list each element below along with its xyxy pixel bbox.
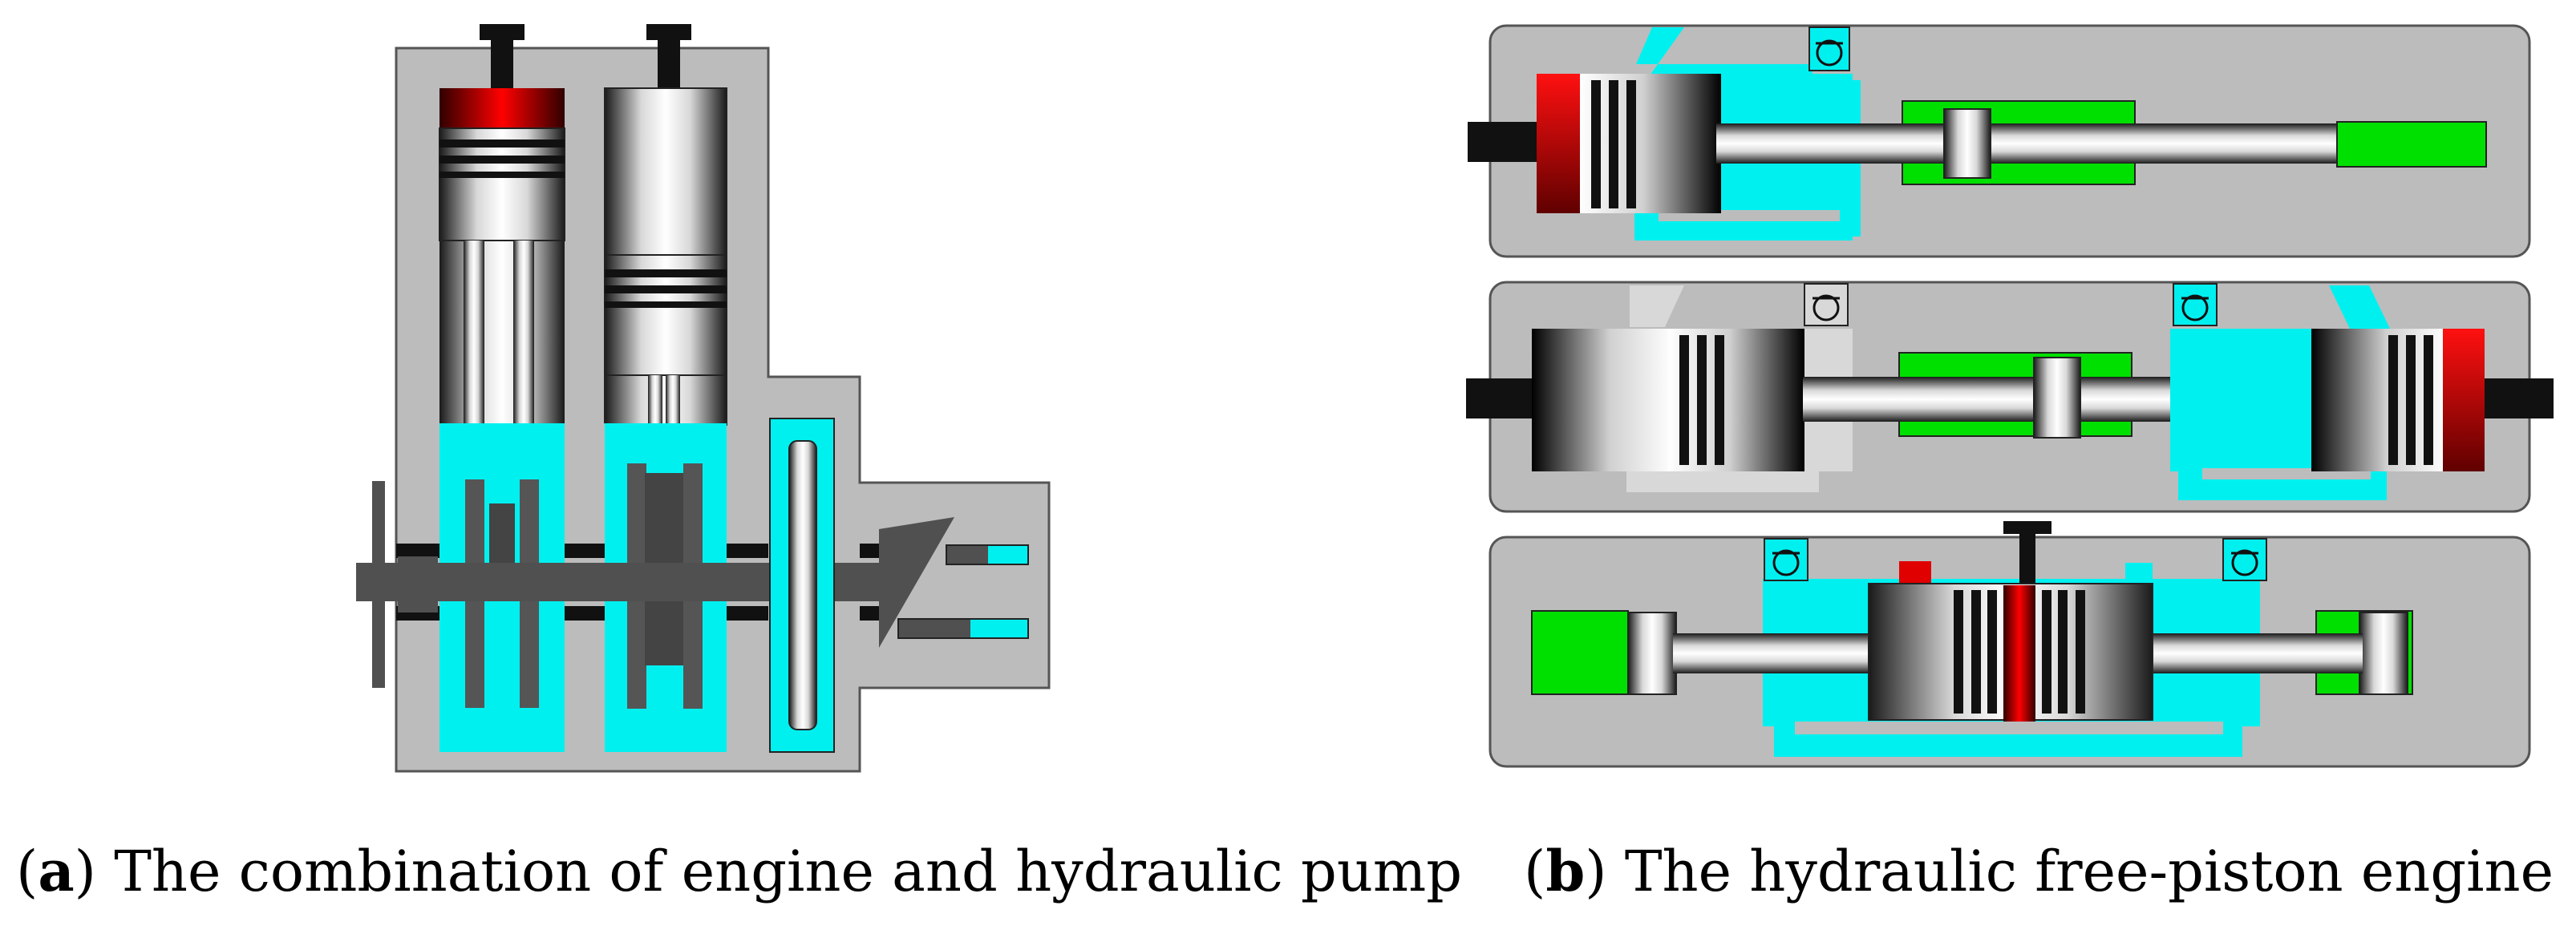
piston-rod-row-1 [1716, 123, 2337, 164]
combustion-chamber-row-1 [1537, 74, 1585, 213]
check-valve-icon [1764, 538, 1808, 581]
cyan-port-row-3 [2125, 563, 2153, 582]
check-valve-icon [2222, 538, 2267, 581]
left-cylinder-row-2 [1532, 329, 1673, 471]
combustion-chamber-row-2 [2443, 329, 2485, 471]
panel-b-free-piston-engine [1466, 24, 2554, 768]
check-valve-icon [2173, 283, 2218, 326]
caption-a: (a) The combination of engine and hydrau… [16, 838, 1462, 904]
caption-a-letter: a [38, 838, 75, 904]
swash-plate [879, 517, 954, 648]
caption-b: (b) The hydraulic free-piston engine [1524, 838, 2554, 904]
left-piston-row-2 [1668, 329, 1804, 471]
check-valve-icon [1808, 26, 1850, 71]
drive-pulley [372, 481, 385, 688]
caption-a-text: The combination of engine and hydraulic … [95, 839, 1463, 904]
flywheel [788, 440, 817, 730]
combustion-chamber-row-3 [2003, 585, 2035, 722]
accumulator-left-row-3 [1531, 610, 1629, 695]
panel-a-engine-pump [356, 24, 1051, 773]
cylinder-2 [604, 24, 727, 752]
caption-b-close-paren: ) [1585, 839, 1607, 904]
combustion-chamber-1 [439, 88, 565, 130]
cylinder-1 [439, 24, 565, 752]
caption-b-text: The hydraulic free-piston engine [1606, 839, 2554, 904]
dual-piston-layout [1488, 521, 2531, 768]
caption-b-letter: b [1545, 838, 1586, 904]
pump-chamber-row-1 [2336, 121, 2487, 168]
piston-row-1 [1580, 74, 1721, 213]
caption-a-close-paren: ) [74, 839, 96, 904]
opposed-piston-layout [1466, 281, 2554, 513]
check-valve-icon [1804, 283, 1849, 326]
red-port-row-3 [1899, 561, 1931, 584]
caption-b-open-paren: ( [1524, 839, 1546, 904]
caption-a-open-paren: ( [16, 839, 38, 904]
swash-plate-pump [879, 517, 1029, 648]
single-piston-layout [1468, 24, 2531, 258]
